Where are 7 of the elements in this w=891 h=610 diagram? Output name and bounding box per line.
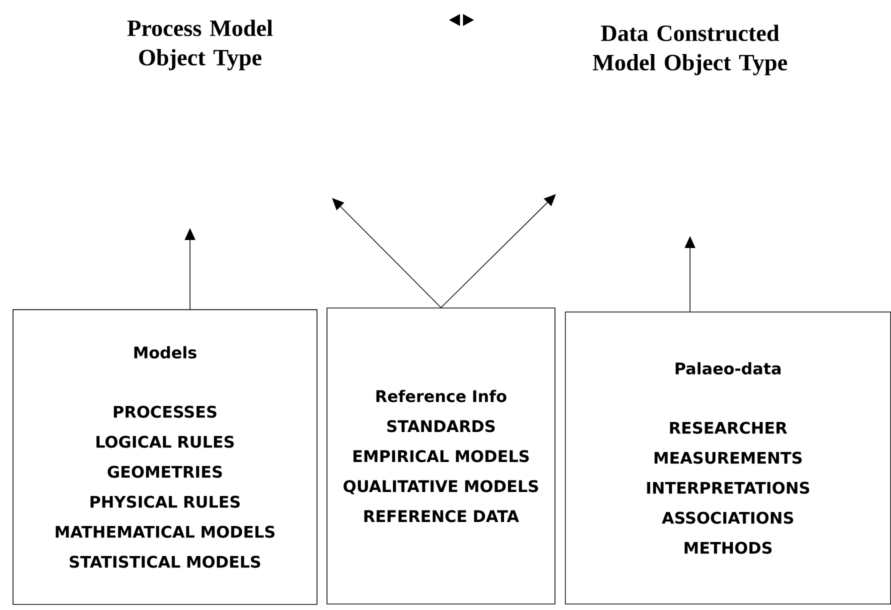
- category-box: Reference Info STANDARDS EMPIRICAL MODELS QUALITATIVE MODELS REFERENCE DATA: [326, 308, 556, 604]
- title-text: Data Constructed Model Object Type: [592, 24, 788, 76]
- arrow: [332, 198, 442, 308]
- title-text: Process Model Object Type: [127, 20, 273, 70]
- arrow: [440, 194, 556, 308]
- category-box: Palaeo-data RESEARCHER MEASUREMENTS INTERPRETATIONS ASSOCIATIONS METHODS: [564, 312, 891, 604]
- category-box: Models PROCESSES LOGICAL RULES GEOMETRIES PHYSICAL RULES MATHEMATICAL MODELS STATISTICAL MODELS: [12, 309, 318, 605]
